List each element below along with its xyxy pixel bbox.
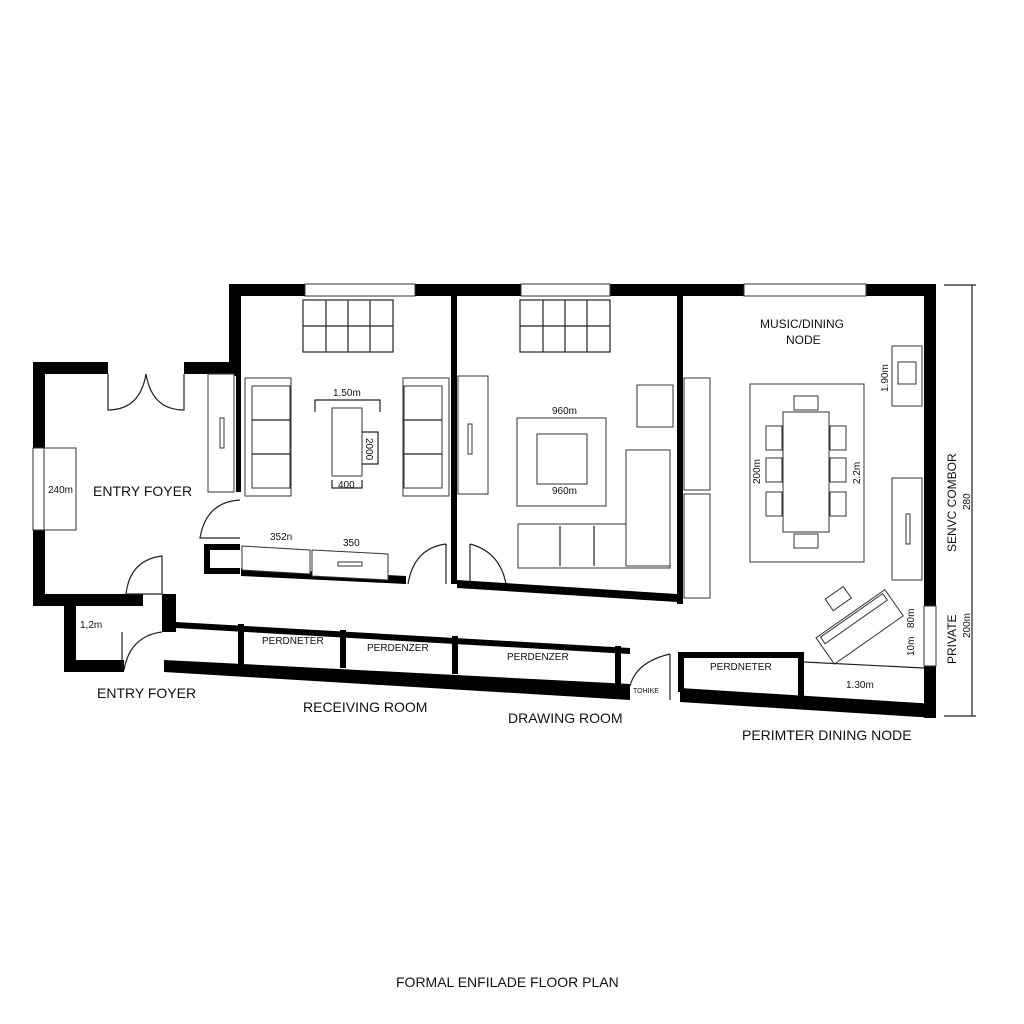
dim-dining-right: 2.2m [852,462,863,484]
dim-rug-top: 960m [552,406,577,417]
piano [815,588,904,665]
dim-coffee-table-width: 1.50m [333,388,361,399]
dim-coffee-table-length: 2000 [363,438,374,461]
dim-coffee-table-depth: 400 [338,480,355,491]
dim-dining-left: 200m [752,459,763,484]
label-service-corridor: SENVC COMBOR [945,453,959,552]
dim-private: 200m [962,613,973,638]
coffee-table [331,407,363,477]
room-label-music-dining-2: NODE [786,333,821,347]
closet-label-3: PERDENZER [507,652,569,663]
toilet-label: TOHIKE [633,688,659,695]
dim-piano-b: 80m [906,609,917,628]
room-label-music-dining-1: MUSIC/DINING [760,317,844,331]
room-label-entry-foyer: ENTRY FOYER [93,483,192,499]
dim-sideboard: 1.90m [880,364,891,392]
dim-piano-a: 10m [906,637,917,656]
caption-receiving-room: RECEIVING ROOM [303,699,427,715]
label-private: PRIVATE [945,614,959,664]
dim-foyer-window: 240m [48,485,73,496]
windows [32,283,937,667]
caption-entry-foyer: ENTRY FOYER [97,685,196,701]
dimension-lines [314,284,976,717]
dim-corridor: 280 [962,493,973,510]
dining-table [782,411,830,533]
caption-drawing-room: DRAWING ROOM [508,710,623,726]
plan-title: FORMAL ENFILADE FLOOR PLAN [396,974,619,990]
closet-label-4: PERDNETER [710,662,772,673]
dim-closet-small: 1,2m [80,620,102,631]
doors [107,373,671,700]
closet-label-2: PERDENZER [367,643,429,654]
armchair [636,384,674,428]
interior-walls [176,296,804,696]
dim-console-right: 350 [343,538,360,549]
dim-rug-bottom: 960m [552,486,577,497]
caption-perimeter-dining: PERIMTER DINING NODE [742,727,912,743]
furniture [43,345,925,669]
dim-perimeter-bottom: 1.30m [846,680,874,691]
exterior-walls [33,284,936,718]
closet-label-1: PERDNETER [262,636,324,647]
labels: ENTRY FOYER ENTRY FOYER RECEIVING ROOM D… [48,317,973,990]
dim-console-left: 352n [270,532,292,543]
